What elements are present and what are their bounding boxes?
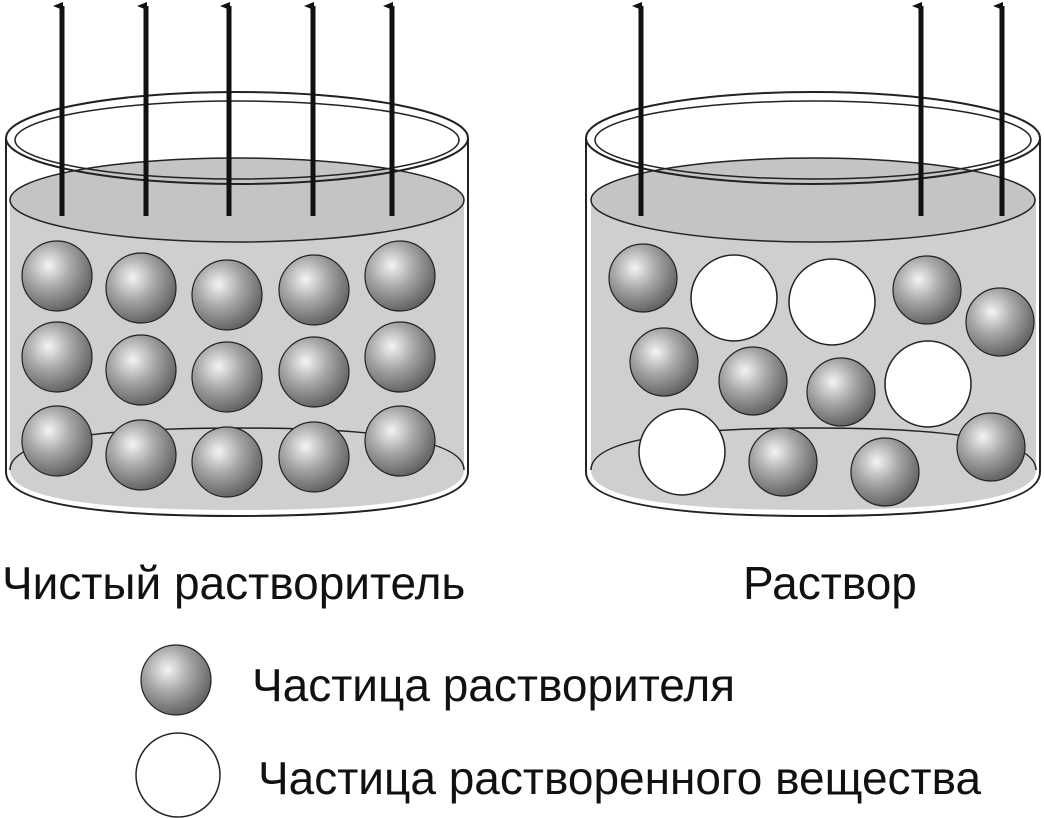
solvent-particle — [608, 243, 678, 313]
beaker-rim-outer — [585, 91, 1041, 185]
solvent-particle — [718, 346, 788, 416]
solute-particle — [638, 408, 726, 496]
solvent-particle — [748, 427, 818, 497]
legend-solute-label: Частица растворенного вещества — [258, 752, 982, 804]
beaker-pure-solvent — [5, 2, 469, 518]
solvent-particle — [364, 321, 436, 393]
solvent-particle — [629, 327, 699, 397]
beaker-rim-inner — [14, 100, 460, 180]
solvent-particle — [956, 412, 1026, 482]
solvent-particle — [278, 336, 350, 408]
solvent-particle — [21, 240, 93, 312]
caption-solution: Раствор — [743, 557, 917, 609]
evaporation-arrows-solution — [632, 2, 1005, 216]
solvent-particle — [21, 405, 93, 477]
particles-pure-solvent — [21, 240, 436, 498]
beaker-rim-outer — [5, 91, 469, 185]
caption-pure-solvent: Чистый растворитель — [2, 557, 466, 609]
solute-particle — [690, 254, 778, 342]
solvent-particle — [191, 259, 263, 331]
solvent-particle — [21, 321, 93, 393]
solvent-particle — [105, 334, 177, 406]
beaker-rim-inner — [594, 100, 1032, 180]
solute-particle — [788, 258, 876, 346]
solvent-particle — [191, 341, 263, 413]
evaporation-arrows-pure — [53, 2, 395, 216]
solvent-particle — [965, 287, 1035, 357]
solvent-particle — [850, 437, 920, 507]
solvent-particle — [364, 405, 436, 477]
particles-solution — [608, 243, 1035, 507]
solvent-particle — [364, 240, 436, 312]
solvent-particle — [278, 421, 350, 493]
legend-solvent-marker — [140, 644, 212, 716]
beaker-base — [5, 471, 469, 518]
beaker-solution — [585, 2, 1041, 518]
beaker-base — [585, 471, 1041, 518]
solvent-particle — [806, 357, 876, 427]
solvent-particle — [105, 252, 177, 324]
solvent-particle — [191, 426, 263, 498]
solvent-particle — [892, 255, 962, 325]
solute-particle — [884, 340, 972, 428]
solvent-particle — [278, 254, 350, 326]
legend-solvent-label: Частица растворителя — [252, 659, 736, 711]
solvent-particle — [105, 419, 177, 491]
legend-solute-marker — [135, 732, 221, 818]
